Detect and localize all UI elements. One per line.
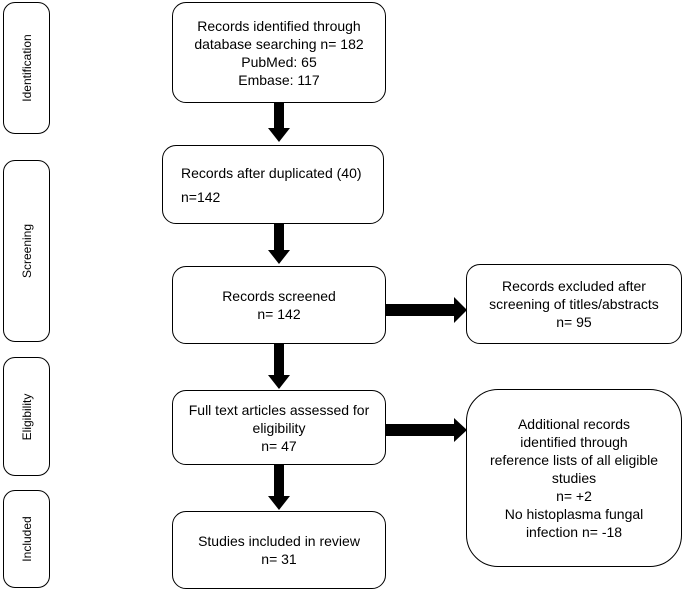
- arrow-screened-to-excluded: [386, 297, 467, 323]
- additional-line-7: infection n= -18: [525, 524, 623, 540]
- arrow-deduplicated-to-screened: [268, 224, 290, 264]
- additional-line-4: studies: [551, 470, 597, 486]
- box-records-screened: Records screened n= 142: [172, 266, 386, 344]
- screened-line-1: Records screened: [222, 288, 336, 304]
- arrow-fulltext-to-included: [268, 465, 290, 510]
- box-records-identified: Records identified through database sear…: [172, 2, 386, 103]
- arrow-fulltext-to-additional: [386, 418, 467, 442]
- arrow-identified-to-deduplicated: [268, 102, 290, 142]
- stage-screening: Screening: [3, 160, 50, 342]
- arrow-screened-to-fulltext: [268, 344, 290, 389]
- after-duplicates-line-2: n=142: [181, 188, 221, 205]
- stage-identification: Identification: [3, 2, 50, 134]
- identified-line-1: Records identified through: [197, 17, 361, 34]
- full-text-line-2: eligibility: [252, 419, 306, 436]
- additional-line-3: reference lists of all eligible: [489, 452, 659, 468]
- screened-line-2: n= 142: [257, 306, 301, 322]
- additional-line-1: Additional records: [517, 416, 631, 432]
- included-line-2: n= 31: [261, 551, 297, 567]
- additional-line-6: No histoplasma fungal: [504, 506, 644, 522]
- excluded-line-3: n= 95: [556, 314, 592, 330]
- box-records-excluded: Records excluded after screening of titl…: [466, 264, 682, 344]
- included-line-1: Studies included in review: [198, 533, 360, 549]
- additional-line-5: n= +2: [556, 488, 592, 504]
- box-additional-records: Additional records identified through re…: [466, 389, 682, 567]
- stage-included: Included: [3, 490, 50, 588]
- after-duplicates-line-1: Records after duplicated (40): [181, 164, 362, 181]
- identified-line-2: database searching n= 182: [194, 35, 364, 52]
- excluded-line-1: Records excluded after: [502, 278, 646, 294]
- full-text-line-3: n= 47: [261, 437, 297, 454]
- identified-line-3: PubMed: 65: [241, 53, 317, 70]
- excluded-line-2: screening of titles/abstracts: [489, 296, 659, 312]
- box-studies-included: Studies included in review n= 31: [172, 511, 386, 589]
- additional-line-2: identified through: [520, 434, 628, 450]
- box-full-text-assessed: Full text articles assessed for eligibil…: [172, 390, 386, 465]
- stage-eligibility: Eligibility: [3, 357, 50, 476]
- identified-line-4: Embase: 117: [238, 71, 320, 88]
- full-text-line-1: Full text articles assessed for: [188, 401, 370, 418]
- box-records-after-duplicates: Records after duplicated (40) n=142: [162, 145, 384, 224]
